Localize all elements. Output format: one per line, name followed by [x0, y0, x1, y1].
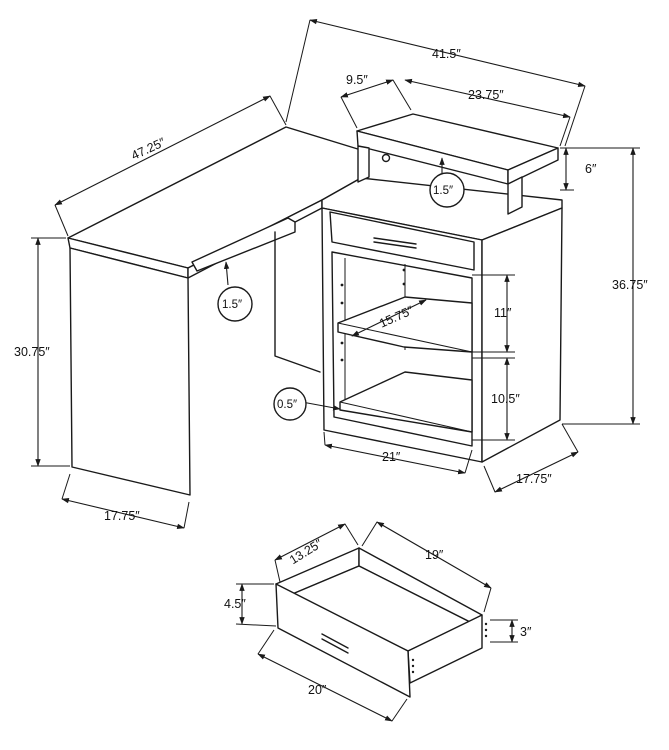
shelf-pin-hole: [402, 282, 406, 286]
desk-top: [67, 126, 362, 269]
label-upper-shelf-height: 11″: [494, 306, 512, 320]
desk-leg-panel: [69, 247, 191, 496]
label-keyboard-depth: 1.5″: [222, 299, 242, 311]
drawer-drawing: [275, 547, 488, 698]
label-total-height: 36.75″: [612, 278, 648, 292]
label-drawer-height: 4.5″: [224, 597, 246, 611]
label-desk-height: 30.75″: [14, 345, 50, 359]
shelf-pin-hole: [402, 268, 406, 272]
cabinet-side: [481, 207, 563, 463]
shelf-pin-hole: [340, 341, 344, 345]
label-hutch-side: 9.5″: [346, 73, 368, 87]
shelf-pin-hole: [340, 301, 344, 305]
drawer-handle: [373, 237, 417, 245]
label-drawer-side: 13.25″: [287, 536, 325, 567]
shelf-pin-hole: [340, 358, 344, 362]
modesty-panel: [274, 231, 321, 373]
dimension-lines: [31, 18, 640, 722]
label-hutch-clearance: 1.5″: [433, 185, 453, 197]
label-lower-shelf-height: 10.5″: [491, 392, 520, 406]
keyboard-tray: [191, 217, 296, 272]
callout-hutch-clearance: [429, 172, 465, 208]
label-cabinet-depth: 17.75″: [516, 472, 552, 486]
label-base-gap: 0.5″: [277, 399, 297, 411]
label-hutch-height: 6″: [585, 162, 597, 176]
label-top-width: 41.5″: [432, 47, 461, 61]
label-drawer-depth: 19″: [425, 548, 444, 562]
hutch-grommet: [381, 153, 391, 163]
label-desk-length: 47.25″: [129, 135, 168, 163]
drawer-front: [329, 211, 475, 271]
label-hutch-width: 23.75″: [468, 88, 504, 102]
callout-base-gap: [273, 387, 307, 421]
label-drawer-inner-height: 3″: [520, 625, 532, 639]
label-desk-depth: 17.75″: [104, 509, 140, 523]
label-cabinet-width: 21″: [382, 450, 401, 464]
desk-drawing: [67, 113, 563, 496]
shelf-pin-hole: [340, 283, 344, 287]
label-drawer-width: 20″: [308, 683, 327, 697]
hutch-right-edge: [507, 147, 559, 185]
hutch-left-leg: [357, 145, 370, 183]
callout-keyboard-depth: [217, 286, 253, 322]
drawer-box-handle: [321, 633, 349, 649]
hutch-right-leg: [507, 176, 523, 215]
